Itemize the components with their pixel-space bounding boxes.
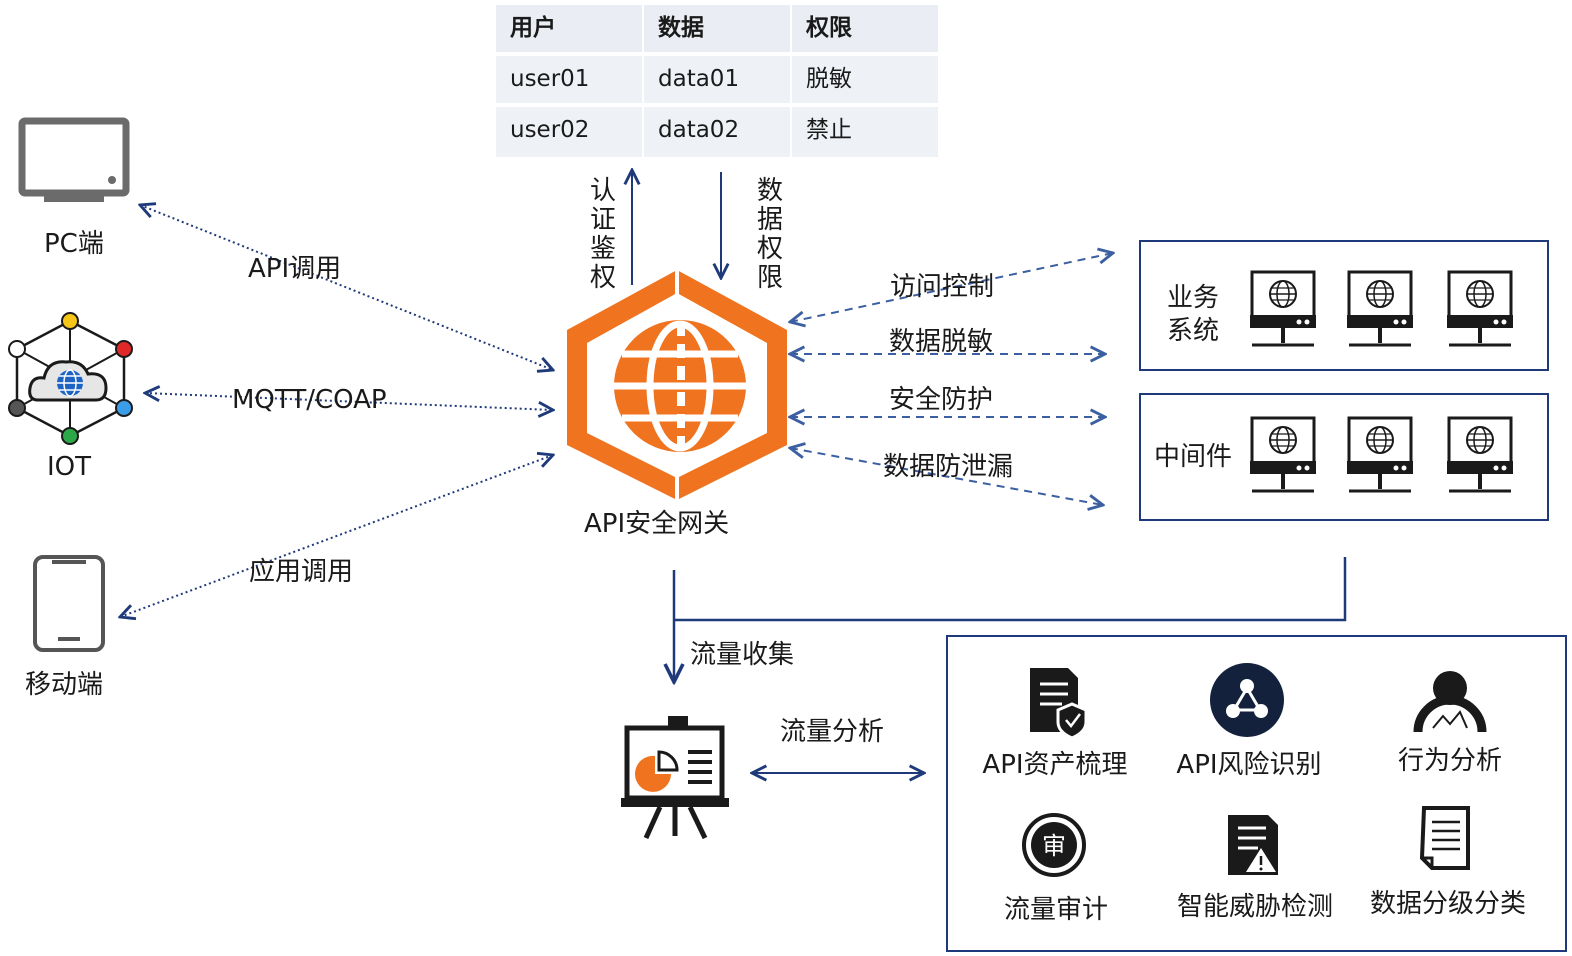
middleware-box (1139, 393, 1549, 521)
table-cell: 脱敏 (792, 56, 938, 103)
server-icon (1347, 270, 1413, 347)
permission-table: 用户 数据 权限 user01 data01 脱敏 user02 data02 … (496, 5, 938, 157)
user-behavior-icon (1413, 671, 1487, 733)
table-header: 数据 (644, 5, 790, 52)
client-connectors (120, 205, 553, 617)
feature-label: 流量审计 (1003, 895, 1108, 925)
server-icon (1447, 416, 1513, 493)
feature-label: API风险识别 (1176, 750, 1322, 780)
document-shield-icon (1030, 668, 1088, 740)
security-protection-label: 安全防护 (889, 385, 994, 415)
table-cell: data01 (644, 56, 790, 103)
gateway-label: API安全网关 (584, 509, 730, 539)
data-masking-label: 数据脱敏 (889, 327, 994, 357)
table-cell: data02 (644, 107, 790, 157)
control-connectors (790, 253, 1113, 505)
pc-connector (140, 205, 553, 370)
threat-warning-icon (1228, 815, 1278, 875)
presentation-board-icon (621, 716, 729, 840)
feature-label: 数据分级分类 (1369, 889, 1526, 919)
api-call-label: API调用 (248, 254, 342, 284)
table-header: 用户 (496, 5, 642, 52)
table-cell: 禁止 (792, 107, 938, 157)
pc-icon (18, 117, 130, 202)
server-icons (1250, 270, 1513, 493)
iot-connector (145, 393, 553, 410)
feature-label: 智能威胁检测 (1176, 892, 1333, 922)
table-cell: user01 (496, 56, 642, 103)
mobile-connector (120, 455, 553, 617)
gateway-icon (567, 270, 787, 500)
analysis-features-box (946, 635, 1567, 952)
dlp-label: 数据防泄漏 (883, 452, 1014, 482)
app-call-label: 应用调用 (249, 557, 354, 587)
business-system-label: 业务系统 (1167, 283, 1220, 346)
traffic-collect-lines (674, 557, 1347, 682)
server-icon (1347, 416, 1413, 493)
server-icon (1250, 270, 1316, 347)
mobile-label: 移动端 (25, 670, 104, 700)
middleware-label: 中间件 (1154, 442, 1233, 472)
traffic-collect-label: 流量收集 (690, 640, 795, 670)
iot-label: IOT (47, 452, 92, 482)
business-system-box (1139, 240, 1549, 371)
feature-label: API资产梳理 (982, 750, 1128, 780)
risk-network-icon (1210, 663, 1284, 737)
server-icon (1250, 416, 1316, 493)
table-header: 权限 (792, 5, 938, 52)
mqtt-label: MQTT/COAP (232, 385, 387, 415)
svg-text:审: 审 (1042, 832, 1066, 860)
document-list-icon (1419, 806, 1470, 870)
feature-label: 行为分析 (1397, 746, 1502, 776)
audit-seal-icon: 审 (1022, 813, 1086, 877)
traffic-analysis-label: 流量分析 (780, 717, 885, 747)
dlp-connector (790, 448, 1103, 505)
auth-label: 认证鉴权 (589, 176, 616, 293)
data-permission-label: 数据权限 (756, 176, 783, 293)
table-cell: user02 (496, 107, 642, 157)
server-icon (1447, 270, 1513, 347)
pc-label: PC端 (44, 229, 104, 259)
iot-icon (8, 312, 133, 445)
mobile-icon (33, 555, 105, 652)
access-control-label: 访问控制 (890, 272, 995, 302)
